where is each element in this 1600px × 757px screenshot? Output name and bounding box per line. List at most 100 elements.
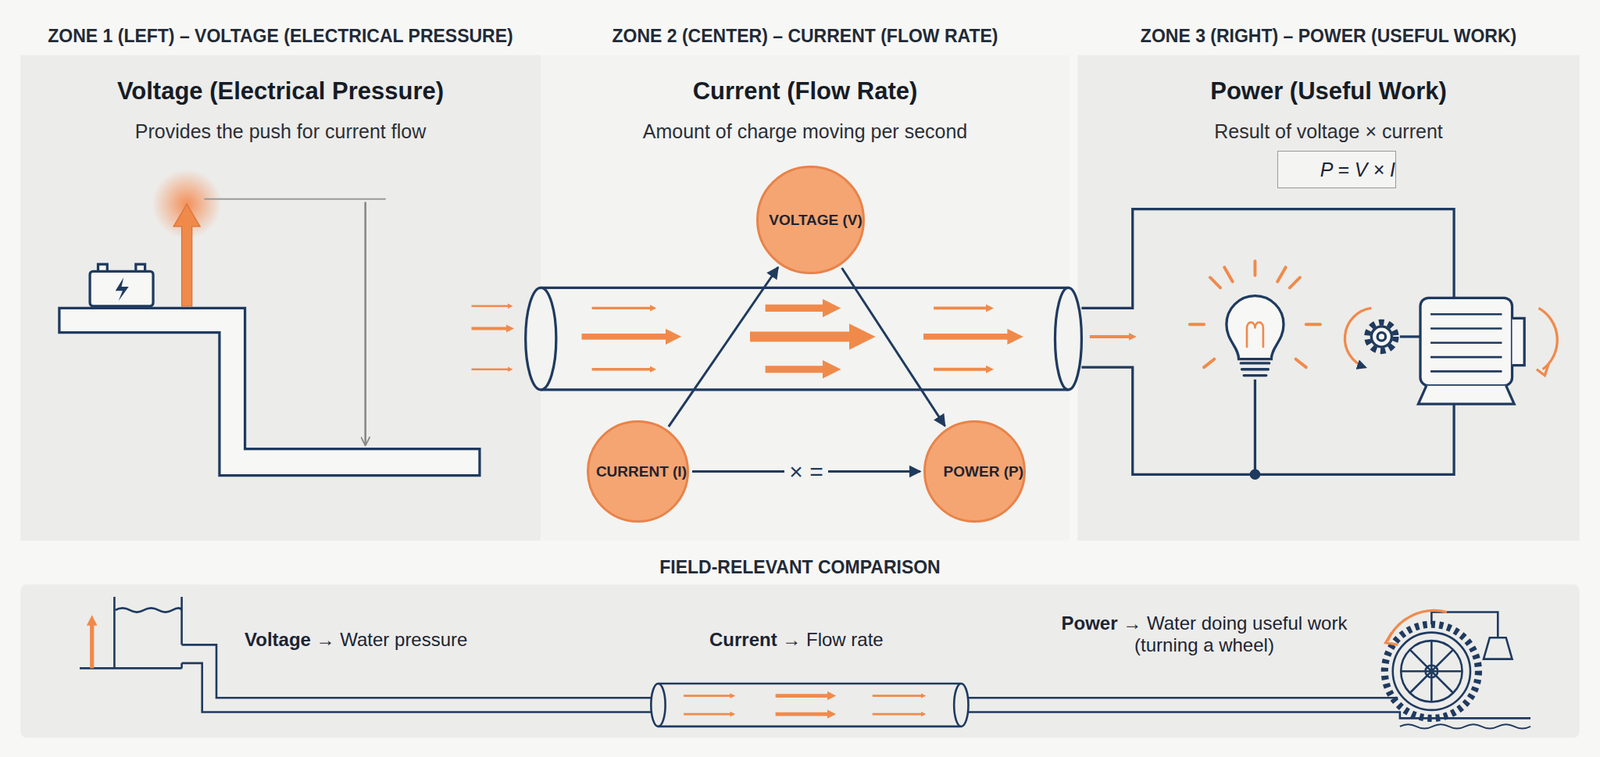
comparison-band-text: FIELD-RELEVANT COMPARISON (20, 557, 1580, 579)
water-wheel (1392, 632, 1471, 711)
water-tank (657, 683, 961, 727)
flow-arrow (1089, 335, 1133, 339)
voltage-step (98, 264, 108, 272)
flow-arrow (933, 306, 990, 310)
analogy-text: → Flow rate (782, 628, 883, 650)
water-wheel (1385, 632, 1399, 646)
current-pipe (540, 287, 1068, 390)
zone-subtitle: Result of voltage × current (1214, 120, 1443, 143)
motor (1420, 297, 1513, 386)
analogy-term: Power (1061, 612, 1118, 634)
voltage-step (59, 264, 480, 475)
analogy-text: → Water doing useful work (turning a whe… (1122, 612, 1347, 656)
light-bulb (1246, 322, 1264, 347)
zone-header: ZONE 1 (LEFT) – VOLTAGE (ELECTRICAL PRES… (47, 25, 513, 47)
water-tank (79, 596, 1531, 729)
light-bulb (1189, 260, 1321, 368)
light-bulb (1189, 260, 1321, 375)
quantity-circle-text: VOLTAGE (V) (768, 211, 863, 229)
pressure-arrow (152, 169, 386, 446)
current-pipe (525, 287, 1083, 390)
motor (1536, 363, 1550, 376)
water-tank (1400, 724, 1531, 729)
water-wheel (1483, 637, 1513, 659)
motor (1400, 335, 1421, 338)
quantity-circle: POWER (P) (923, 420, 1026, 523)
formula-box-text: P = V × I (1320, 158, 1396, 182)
pressure-arrow (173, 203, 200, 307)
analogy-text: → Water pressure (316, 628, 468, 650)
flow-arrow (683, 694, 733, 697)
circuit-wire (1253, 379, 1257, 475)
flow-arrow (471, 327, 511, 331)
zone-title: Current (Flow Rate) (692, 77, 918, 106)
zone-subtitle: Provides the push for current flow (135, 120, 426, 143)
motor (1377, 332, 1386, 341)
analogy-term: Voltage (244, 628, 311, 650)
light-bulb (1226, 296, 1284, 360)
pressure-arrow (89, 620, 94, 668)
flow-arrow (471, 367, 511, 371)
circuit-wire (1081, 367, 1454, 475)
voltage-step (89, 271, 154, 306)
pressure-arrow (203, 198, 386, 200)
flow-arrow (683, 696, 924, 715)
flow-arrow (471, 306, 1133, 370)
panel-ground (1077, 55, 1580, 542)
quantity-circle-text: POWER (P) (943, 463, 1024, 481)
flow-arrow (592, 307, 654, 310)
flow-arrow (765, 304, 833, 312)
circuit-wire (1081, 209, 1454, 309)
flow-arrow (765, 365, 833, 373)
water-wheel (1384, 610, 1512, 719)
flow-arrow (872, 713, 924, 716)
voltage-step (115, 277, 129, 301)
light-bulb (1240, 363, 1270, 376)
flow-arrow (872, 694, 924, 697)
quantity-circle: CURRENT (I) (586, 420, 690, 523)
motor (1430, 314, 1502, 372)
motor (1512, 317, 1525, 365)
water-tank (182, 644, 654, 712)
comparison-band: FIELD-RELEVANT COMPARISON (20, 550, 1580, 592)
current-pipe (525, 287, 557, 390)
motor (1417, 385, 1515, 405)
panel-ground (540, 55, 1069, 542)
circuit-wire (1250, 470, 1259, 479)
comparison-line: Current → Flow rate (709, 628, 975, 651)
motor (1367, 322, 1397, 352)
pressure-arrow (364, 202, 367, 446)
water-tank (79, 596, 183, 668)
circuit-wire (1081, 209, 1454, 479)
quantity-circle: VOLTAGE (V) (756, 165, 865, 275)
flow-arrow (750, 331, 863, 342)
zone-panel: ZONE 1 (LEFT) – VOLTAGE (ELECTRICAL PRES… (20, 24, 541, 541)
comparison-line: Voltage → Water pressure (244, 628, 572, 651)
flow-arrow (471, 304, 511, 308)
motor (1344, 307, 1372, 368)
zone-subtitle: Amount of charge moving per second (642, 120, 968, 143)
zone-title: Power (Useful Work) (1210, 77, 1447, 106)
motor (1344, 297, 1558, 404)
water-tank (115, 607, 183, 612)
panel-ground (20, 55, 541, 542)
quantity-circle-text: CURRENT (I) (596, 463, 687, 481)
zone-title: Voltage (Electrical Pressure) (117, 77, 444, 106)
comparison-line: Power → Water doing useful work (turning… (1056, 612, 1353, 657)
flow-arrow (775, 693, 833, 698)
motor (1538, 307, 1558, 369)
flow-arrow (923, 333, 1016, 340)
water-wheel (1387, 610, 1447, 642)
formula-box: P = V × I (1277, 150, 1397, 189)
zone-panel: ZONE 3 (RIGHT) – POWER (USEFUL WORK) Powe… (1077, 24, 1580, 541)
flow-arrow (683, 713, 733, 716)
relation-arrow (842, 267, 946, 426)
panel-ground (20, 584, 1579, 738)
voltage-step (59, 307, 480, 475)
zone-header: ZONE 3 (RIGHT) – POWER (USEFUL WORK) (1140, 25, 1517, 47)
panel-ground (20, 55, 1579, 739)
flow-arrow (775, 712, 833, 717)
zone-header: ZONE 2 (CENTER) – CURRENT (FLOW RATE) (611, 25, 998, 47)
water-wheel (1431, 612, 1498, 639)
voltage-step (135, 264, 146, 272)
